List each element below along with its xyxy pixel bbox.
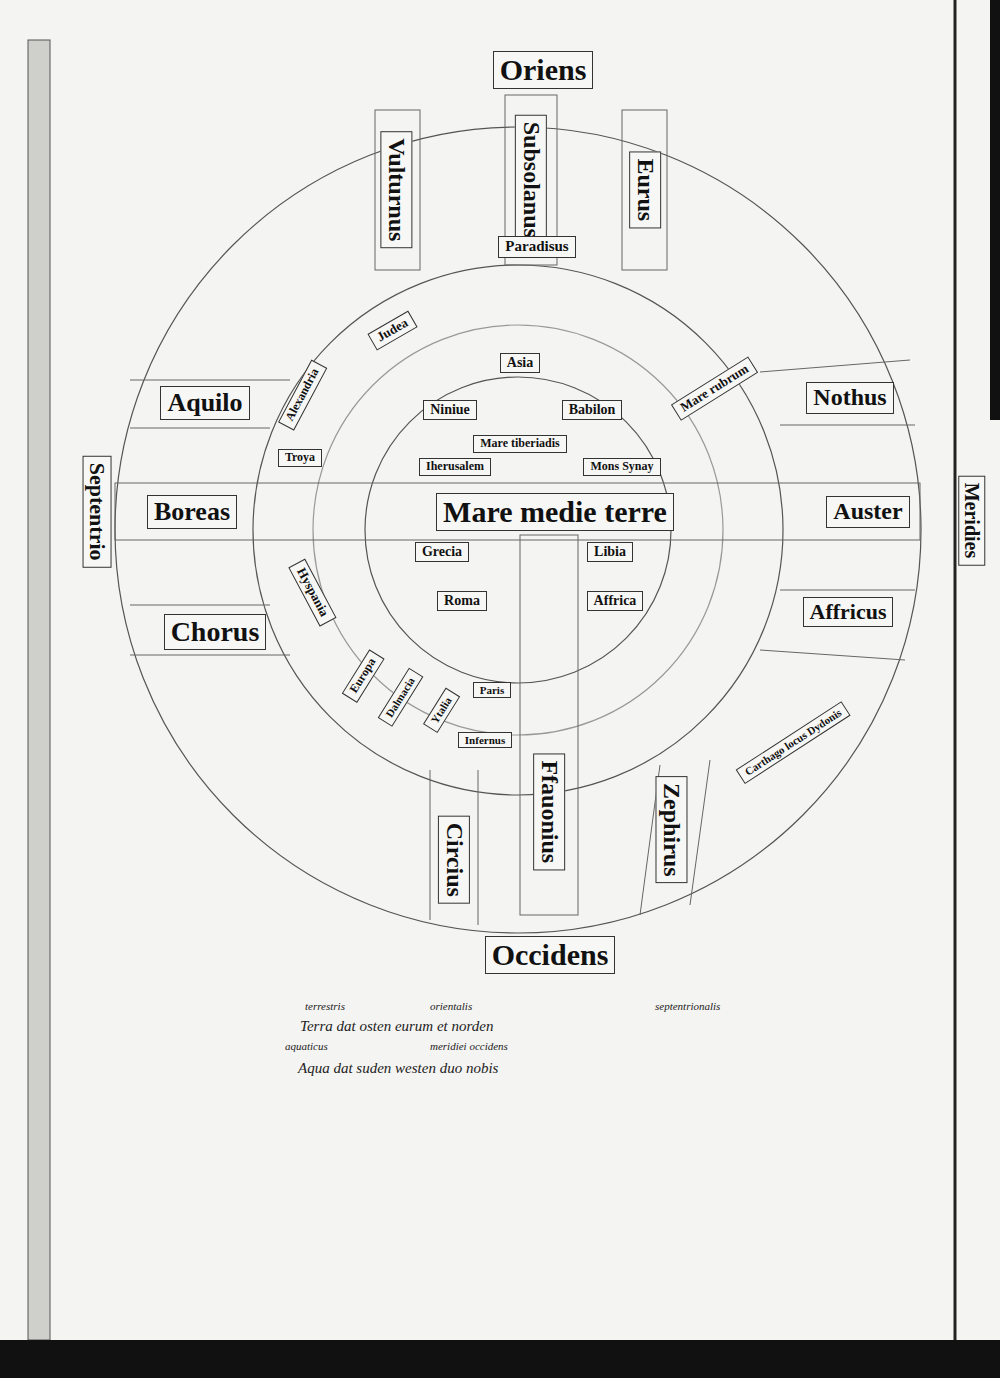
place-name: Septentrio [85, 463, 110, 561]
place-name: Troya [285, 450, 315, 464]
place-name: Paradisus [505, 238, 568, 254]
map-label-box: Zephirus [656, 776, 688, 883]
map-label-box: Paris [473, 682, 511, 699]
place-name: Subsolanus [519, 122, 545, 238]
place-name: Circius [442, 823, 468, 897]
place-name: Mare medie terre [443, 495, 667, 528]
page-edge [954, 0, 957, 1340]
map-label-box: Libia [587, 542, 633, 562]
place-name: Auster [833, 498, 902, 524]
place-name: Asia [507, 355, 533, 370]
map-label-box: Meridies [959, 475, 986, 565]
map-label-box: Niniue [423, 400, 477, 420]
map-label-box: Aquilo [160, 386, 249, 420]
gloss-note: aquaticus [285, 1040, 328, 1052]
map-label-box: Troya [278, 449, 322, 467]
place-name: Infernus [465, 734, 505, 746]
map-label-box: Ffauonius [533, 754, 565, 871]
place-name: Eurus [633, 159, 659, 222]
place-name: Grecia [422, 544, 462, 559]
map-label-box: Roma [437, 591, 487, 611]
map-circles [115, 127, 921, 933]
map-label-box: Mare tiberiadis [473, 435, 566, 453]
place-name: Ffauonius [537, 761, 563, 864]
map-label-box: Iherusalem [419, 458, 491, 476]
gloss-note: terrestris [305, 1000, 345, 1012]
map-label-box: Oriens [493, 51, 594, 90]
place-name: Babilon [569, 402, 616, 417]
gloss-note: septentrionalis [655, 1000, 720, 1012]
map-label-box: Infernus [458, 732, 512, 749]
place-name: Oriens [500, 53, 587, 86]
place-name: Boreas [154, 497, 230, 526]
gloss-note: orientalis [430, 1000, 472, 1012]
map-label-box: Mare medie terre [436, 493, 674, 532]
place-name: Chorus [171, 616, 260, 647]
map-label-box: Chorus [164, 614, 267, 650]
map-label-box: Babilon [562, 400, 623, 420]
map-label-box: Affricus [803, 597, 894, 626]
wind-spokes [115, 95, 920, 925]
map-label-box: Auster [826, 496, 909, 528]
place-name: Meridies [962, 482, 984, 558]
map-label-box: Nothus [806, 382, 893, 414]
map-label-box: Grecia [415, 542, 469, 562]
place-name: Zephirus [660, 783, 686, 876]
place-name: Mons Synay [590, 459, 653, 473]
map-label-box: Paradisus [498, 236, 575, 257]
scan-border [990, 0, 1000, 420]
map-label-box: Affrica [587, 591, 644, 611]
map-label-box: Occidens [485, 936, 616, 975]
place-name: Vulturnus [385, 138, 411, 241]
place-name: Aquilo [167, 388, 242, 417]
map-label-box: Eurus [629, 152, 661, 229]
map-label-box: Boreas [147, 495, 237, 529]
map-label-box: Mons Synay [583, 458, 660, 476]
binding-edge [28, 40, 50, 1340]
place-name: Affricus [810, 599, 887, 624]
scan-border [0, 1340, 1000, 1378]
map-label-box: Subsolanus [515, 115, 547, 245]
place-name: Nothus [813, 384, 886, 410]
place-name: Affrica [594, 593, 637, 608]
place-name: Libia [594, 544, 626, 559]
gloss-note: Aqua dat suden westen duo nobis [298, 1060, 498, 1077]
map-label-box: Septentrio [82, 456, 111, 568]
gloss-note: Terra dat osten eurum et norden [300, 1018, 493, 1035]
place-name: Mare tiberiadis [480, 436, 559, 450]
place-name: Iherusalem [426, 459, 484, 473]
place-name: Roma [444, 593, 480, 608]
map-label-box: Vulturnus [381, 131, 413, 248]
map-label-box: Asia [500, 353, 540, 373]
map-label-box: Circius [438, 816, 470, 904]
place-name: Niniue [430, 402, 470, 417]
gloss-note: meridiei occidens [430, 1040, 508, 1052]
place-name: Paris [480, 684, 504, 696]
place-name: Occidens [492, 938, 609, 971]
